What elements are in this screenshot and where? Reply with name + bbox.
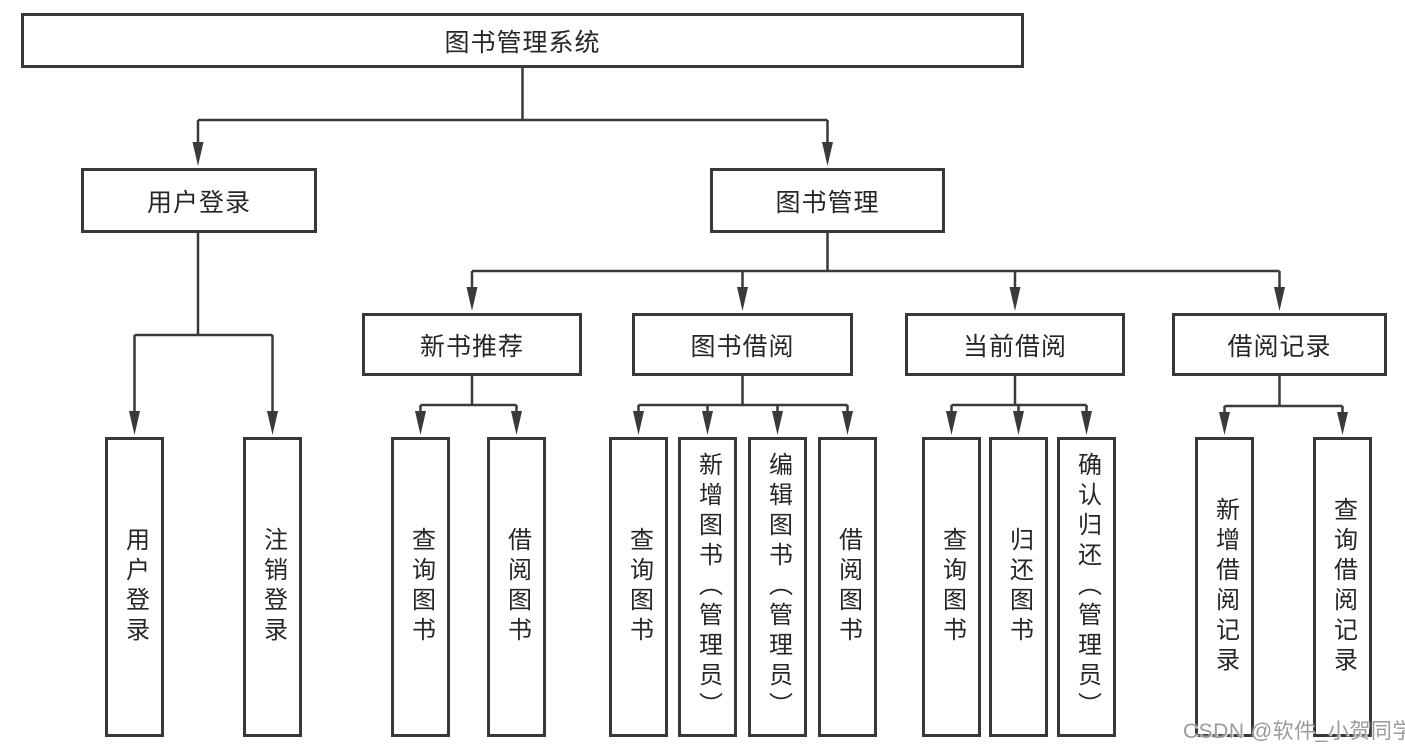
csdn-watermark: CSDN @软件_小贺同学 [1183, 720, 1405, 743]
connector-book-mgmt-children [466, 233, 1285, 311]
arrowhead-icon [1081, 411, 1092, 435]
node-leaf-cu-query-book: 查询图书 [922, 437, 981, 737]
node-leaf-bw-add-book: 新增图书（管理员） [678, 437, 737, 737]
connector-root-to-level2 [192, 68, 833, 166]
node-new-books: 新书推荐 [362, 313, 582, 376]
node-leaf-nb-borrow-book: 借阅图书 [487, 437, 546, 737]
node-leaf-user-login: 用户登录 [105, 437, 164, 737]
node-leaf-logout: 注销登录 [243, 437, 302, 737]
node-borrow-records: 借阅记录 [1172, 313, 1387, 376]
node-leaf-nb-query-book: 查询图书 [391, 437, 450, 737]
arrowhead-icon [415, 411, 426, 435]
arrowhead-icon [192, 142, 204, 166]
arrowhead-icon [737, 287, 748, 311]
connector-borrowing-children [633, 376, 853, 435]
arrowhead-icon [267, 411, 278, 435]
connector-new-books-children [415, 376, 522, 435]
arrowhead-icon [511, 411, 522, 435]
arrowhead-icon [702, 411, 713, 435]
connector-records-children [1219, 376, 1348, 435]
arrowhead-icon [466, 287, 478, 311]
arrowhead-icon [772, 411, 783, 435]
arrowhead-icon [1274, 287, 1285, 311]
node-leaf-cu-confirm-return: 确认归还（管理员） [1057, 437, 1116, 737]
arrowhead-icon [822, 142, 833, 166]
arrowhead-icon [842, 411, 853, 435]
arrowhead-icon [946, 411, 957, 435]
node-leaf-cu-return-book: 归还图书 [989, 437, 1048, 737]
node-leaf-rc-query-record: 查询借阅记录 [1313, 437, 1372, 737]
arrowhead-icon [633, 411, 644, 435]
arrowhead-icon [1013, 411, 1024, 435]
arrowhead-icon [129, 411, 140, 435]
node-book-mgmt: 图书管理 [710, 168, 945, 233]
connector-user-login-children [129, 233, 278, 435]
node-root: 图书管理系统 [21, 13, 1024, 68]
arrowhead-icon [1009, 287, 1021, 311]
arrowhead-icon [1337, 412, 1348, 435]
node-leaf-rc-add-record: 新增借阅记录 [1195, 437, 1254, 737]
arrowhead-icon [1219, 412, 1230, 435]
node-leaf-bw-query-book: 查询图书 [609, 437, 668, 737]
node-borrowing: 图书借阅 [632, 313, 853, 376]
node-leaf-bw-borrow-book: 借阅图书 [818, 437, 877, 737]
node-current-borrow: 当前借阅 [905, 313, 1125, 376]
connector-current-children [946, 376, 1092, 435]
node-leaf-bw-edit-book: 编辑图书（管理员） [748, 437, 807, 737]
node-user-login: 用户登录 [81, 168, 317, 233]
